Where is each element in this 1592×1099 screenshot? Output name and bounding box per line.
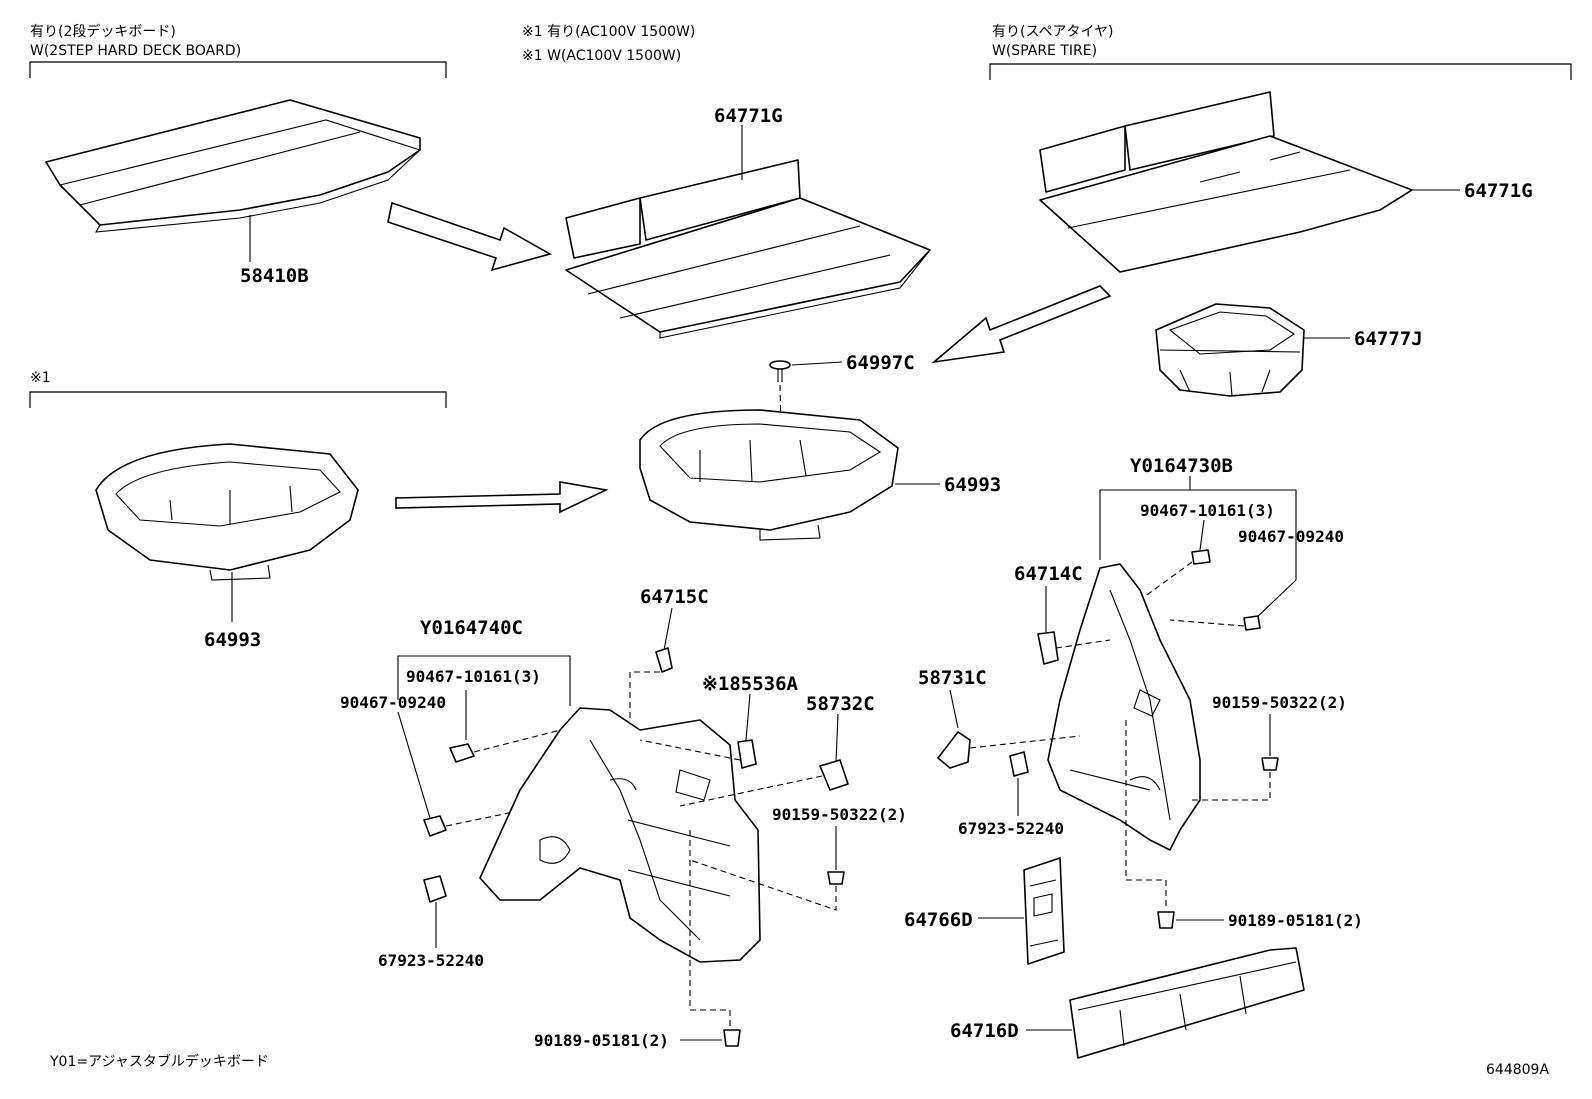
label-58732C: 58732C <box>806 693 875 715</box>
leader-90467-09240-left <box>397 711 431 819</box>
clip-90467-09240-left <box>423 815 447 837</box>
cover-64766D <box>1023 857 1065 965</box>
leader-64997C <box>791 361 843 366</box>
part-85536A <box>737 739 757 769</box>
trim-panel-left <box>479 707 761 963</box>
clip-67923-52240-left <box>423 875 447 903</box>
note-mark1: ※1 <box>30 370 51 386</box>
label-Y0164730B: Y0164730B <box>1130 455 1233 477</box>
clip-90467-10161-left <box>449 743 475 763</box>
deck-board-64771G-center <box>565 159 931 339</box>
leader-90467-10161-right <box>1199 519 1205 551</box>
leader-90467-09240-right <box>1253 579 1297 621</box>
leader-58732C <box>835 713 839 763</box>
clip-90467-10161-right <box>1191 549 1211 565</box>
label-90467-09240-left: 90467-09240 <box>340 693 446 712</box>
label-64715C: 64715C <box>640 586 709 608</box>
leader-85536A <box>745 693 751 741</box>
clip-90189-05181-right <box>1157 911 1175 929</box>
note-ac-w: ※1 W(AC100V 1500W) <box>522 48 681 64</box>
arrow-left-tray-to-center <box>395 481 609 514</box>
bolt-90159-50322-right <box>1261 757 1279 771</box>
bracket-Y0164730B <box>1099 489 1297 580</box>
dash-64714C <box>1055 639 1111 649</box>
dash-bolt-left <box>689 859 837 911</box>
part-58732C <box>819 759 849 791</box>
arrow-2step-to-board <box>387 201 553 272</box>
label-58731C: 58731C <box>918 667 987 689</box>
label-85536A: ※185536A <box>702 673 799 695</box>
dash-90189-left <box>689 830 731 1030</box>
label-64716D: 64716D <box>950 1020 1019 1042</box>
dash-58731C <box>969 735 1081 749</box>
label-64714C: 64714C <box>1014 563 1083 585</box>
part-64714C <box>1037 631 1059 665</box>
bracket-mark1 <box>29 391 447 408</box>
label-64766D: 64766D <box>904 909 973 931</box>
note-2step-jp: 有り(2段デッキボード) <box>30 23 176 40</box>
deck-board-64771G-right <box>1039 91 1413 273</box>
leader-64715C <box>663 607 673 651</box>
note-2step-w: W(2STEP HARD DECK BOARD) <box>30 43 241 59</box>
label-67923-52240-right: 67923-52240 <box>958 819 1064 838</box>
leader-58731C <box>949 689 959 729</box>
label-Y0164740C: Y0164740C <box>420 617 523 639</box>
dash-58732C <box>679 775 823 807</box>
clip-67923-52240-right <box>1009 751 1029 777</box>
bolt-90159-50322-left <box>827 871 845 885</box>
note-spare-jp: 有り(スペアタイヤ) <box>992 24 1114 40</box>
bracket-Y0164740C <box>397 655 571 706</box>
label-58410B: 58410B <box>240 265 309 287</box>
note-spare-w: W(SPARE TIRE) <box>992 43 1097 59</box>
deck-board-58410B <box>45 99 421 233</box>
label-64777J: 64777J <box>1354 328 1423 350</box>
bracket-2step <box>29 61 447 78</box>
clip-90189-05181-left <box>723 1029 741 1047</box>
label-64771G-right: 64771G <box>1464 180 1533 202</box>
label-64993-left: 64993 <box>204 629 261 651</box>
part-58731C <box>937 731 971 769</box>
note-ac-jp: ※1 有り(AC100V 1500W) <box>522 24 695 40</box>
label-64771G-top: 64771G <box>714 105 783 127</box>
tray-64993-left <box>95 443 359 581</box>
dash-clip-left-1 <box>473 719 601 753</box>
diagram-id: 644809A <box>1486 1062 1549 1078</box>
dash-85536A <box>639 739 741 761</box>
label-90189-05181-right: 90189-05181(2) <box>1228 911 1363 930</box>
dash-clip-right-1 <box>1139 561 1193 601</box>
label-90467-10161-right: 90467-10161(3) <box>1140 501 1275 520</box>
dash-bolt-right <box>1190 772 1271 801</box>
clip-90467-09240-right <box>1243 615 1261 631</box>
arrow-spare-to-tray <box>931 285 1112 364</box>
label-90467-10161-left: 90467-10161(3) <box>406 667 541 686</box>
label-90467-09240-right: 90467-09240 <box>1238 527 1344 546</box>
label-64997C: 64997C <box>846 352 915 374</box>
label-90159-50322-right: 90159-50322(2) <box>1212 693 1347 712</box>
label-90159-50322-left: 90159-50322(2) <box>772 805 907 824</box>
dash-clip-right-2 <box>1169 619 1245 627</box>
footnote-y01: Y01=アジャスタブルデッキボード <box>49 1053 269 1070</box>
clip-64997C <box>769 360 791 382</box>
label-67923-52240-left: 67923-52240 <box>378 951 484 970</box>
label-64993-center: 64993 <box>944 474 1001 496</box>
label-90189-05181-left: 90189-05181(2) <box>534 1031 669 1050</box>
trim-panel-right <box>1047 563 1201 851</box>
bracket-spare <box>989 63 1572 80</box>
dash-64715C <box>629 671 660 720</box>
clip-64715C <box>655 647 673 673</box>
dash-90189-right <box>1125 720 1167 910</box>
sill-plate-64716D <box>1069 947 1305 1059</box>
spare-tray-64777J <box>1155 303 1305 397</box>
tray-64993-center <box>639 409 899 541</box>
